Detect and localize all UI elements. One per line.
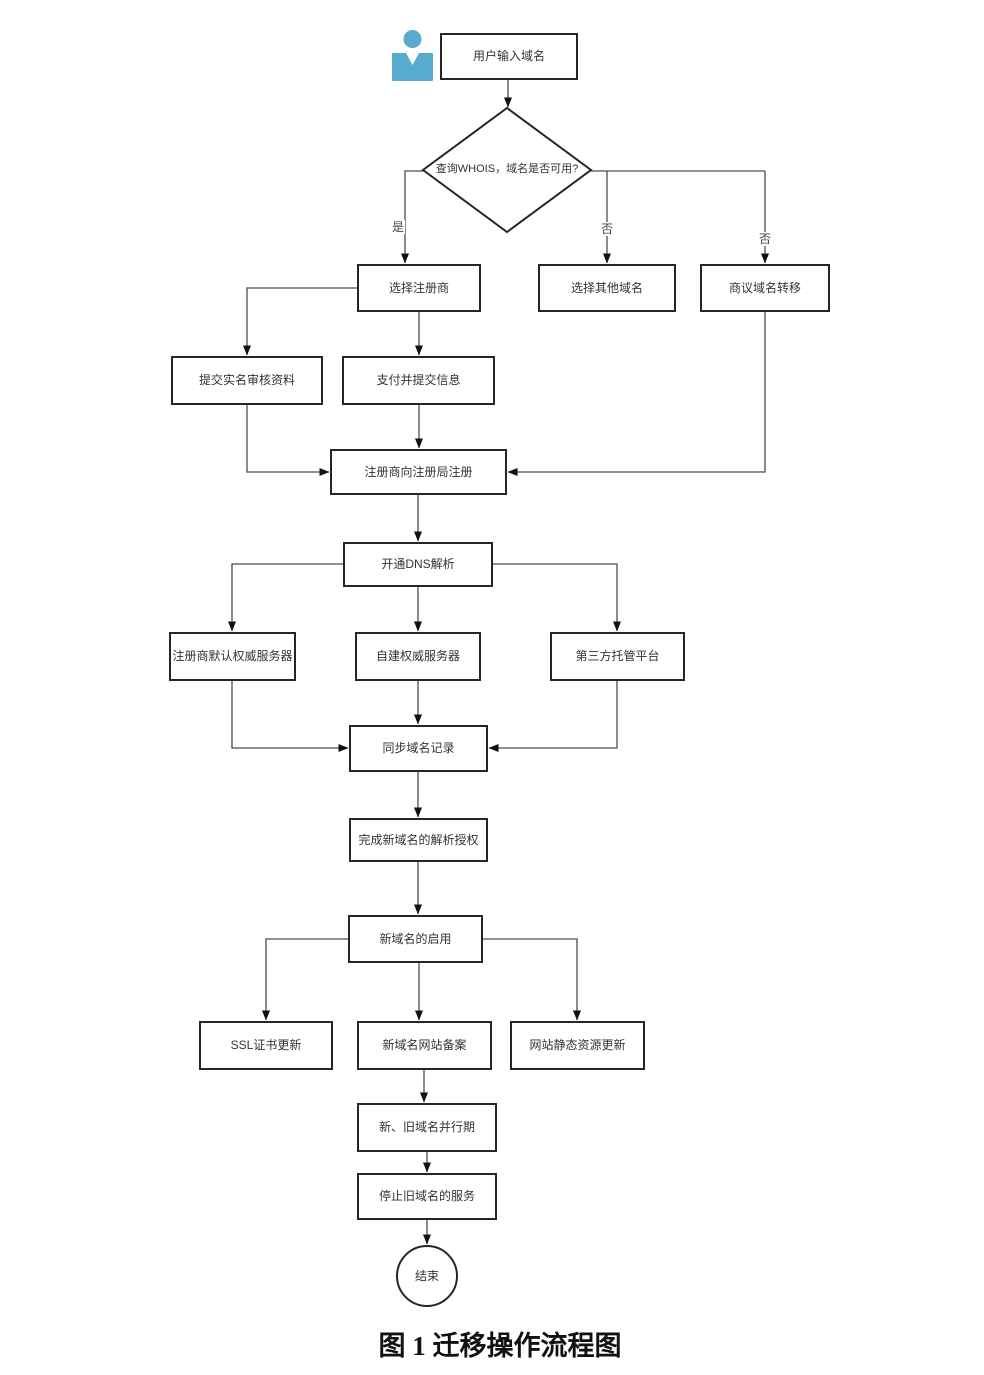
node-parallel-period: 新、旧域名并行期: [357, 1103, 497, 1152]
node-end-label: 结束: [414, 1269, 439, 1283]
node-registrar-register: 注册商向注册局注册: [330, 449, 507, 495]
node-registrar-default-ns: 注册商默认权威服务器: [169, 632, 296, 681]
person-icon: [392, 30, 433, 81]
node-self-built-ns: 自建权威服务器: [355, 632, 481, 681]
node-stop-old-service: 停止旧域名的服务: [357, 1173, 497, 1220]
node-enable-dns: 开通DNS解析: [343, 542, 493, 587]
node-submit-real-name: 提交实名审核资料: [171, 356, 323, 405]
node-pay-submit-info: 支付并提交信息: [342, 356, 495, 405]
figure-caption: 图 1 迁移操作流程图: [378, 1331, 622, 1361]
node-website-filing: 新域名网站备案: [357, 1021, 492, 1070]
node-choose-other-domain: 选择其他域名: [538, 264, 676, 312]
edge-label-no-2: 否: [758, 232, 773, 246]
edge-label-yes: 是: [391, 220, 406, 234]
node-static-update: 网站静态资源更新: [510, 1021, 645, 1070]
node-whois-decision-label: 查询WHOIS，域名是否可用?: [435, 163, 579, 175]
node-choose-registrar: 选择注册商: [357, 264, 481, 312]
node-negotiate-transfer: 商议域名转移: [700, 264, 830, 312]
node-complete-auth: 完成新域名的解析授权: [349, 818, 488, 862]
end-circle-shape: [396, 1245, 458, 1307]
node-sync-records: 同步域名记录: [349, 725, 488, 772]
node-third-party-platform: 第三方托管平台: [550, 632, 685, 681]
node-user-input: 用户输入域名: [440, 33, 578, 80]
decision-diamond-shape: [421, 106, 593, 234]
node-enable-new-domain: 新域名的启用: [348, 915, 483, 963]
edge-label-no-1: 否: [600, 222, 615, 236]
node-ssl-update: SSL证书更新: [199, 1021, 333, 1070]
